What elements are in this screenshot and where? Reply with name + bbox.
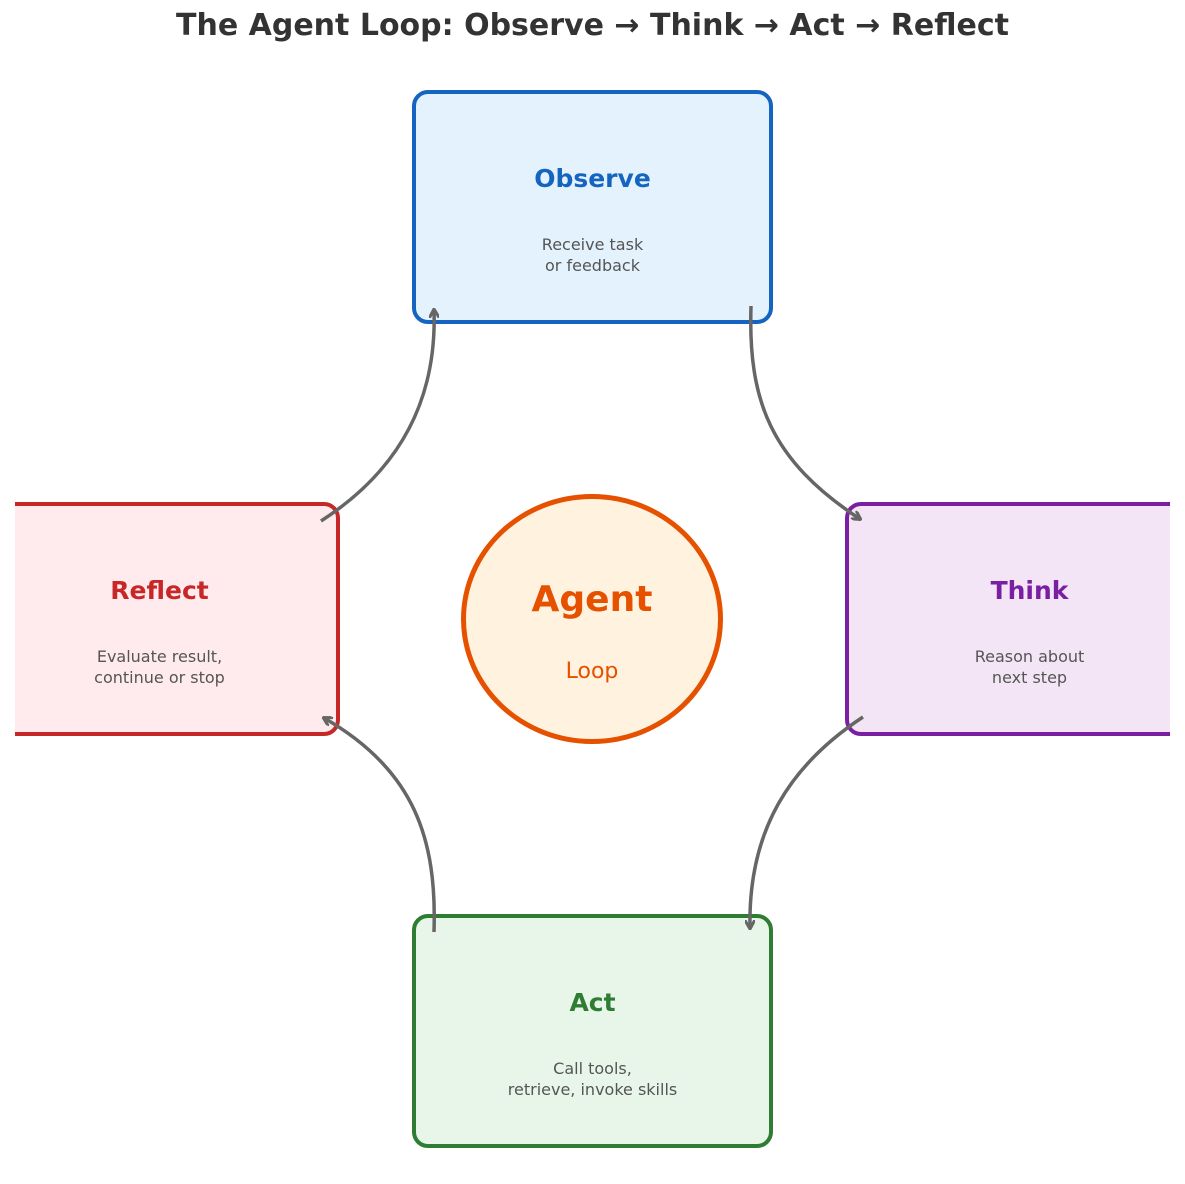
agent-loop-circle: Agent Loop: [461, 494, 723, 744]
act-description-line-2: retrieve, invoke skills: [507, 1080, 678, 1099]
agent-loop-title: Agent: [531, 579, 653, 620]
arrow-act-to-reflect: [324, 718, 437, 933]
reflect-description-line-2: continue or stop: [94, 668, 225, 687]
observe-box: Observe Receive task or feedback: [412, 90, 773, 324]
observe-title: Observe: [534, 164, 651, 193]
think-description: Reason about next step: [849, 646, 1170, 688]
observe-description-line-1: Receive task: [541, 235, 644, 254]
reflect-description: Evaluate result, continue or stop: [15, 646, 336, 688]
diagram-title: The Agent Loop: Observe → Think → Act → …: [176, 8, 1009, 43]
arrow-reflect-to-observe: [320, 310, 434, 523]
act-title: Act: [569, 988, 616, 1017]
think-box: Think Reason about next step: [845, 502, 1170, 736]
diagram-canvas: Observe Receive task or feedback Think R…: [15, 0, 1170, 1184]
arrow-think-to-act: [750, 715, 864, 928]
act-box: Act Call tools, retrieve, invoke skills: [412, 914, 773, 1148]
arrow-observe-to-think: [748, 305, 860, 519]
reflect-description-line-1: Evaluate result,: [96, 647, 223, 666]
think-description-line-1: Reason about: [974, 647, 1085, 666]
reflect-box: Reflect Evaluate result, continue or sto…: [15, 502, 340, 736]
observe-description-line-2: or feedback: [545, 256, 640, 275]
think-description-line-2: next step: [991, 668, 1068, 687]
act-description-line-1: Call tools,: [553, 1059, 632, 1078]
observe-description: Receive task or feedback: [416, 234, 769, 276]
reflect-title: Reflect: [110, 576, 209, 605]
act-description: Call tools, retrieve, invoke skills: [416, 1058, 769, 1100]
loop-arrows: [320, 305, 864, 933]
agent-loop-subtitle: Loop: [565, 659, 619, 684]
think-title: Think: [990, 576, 1069, 605]
